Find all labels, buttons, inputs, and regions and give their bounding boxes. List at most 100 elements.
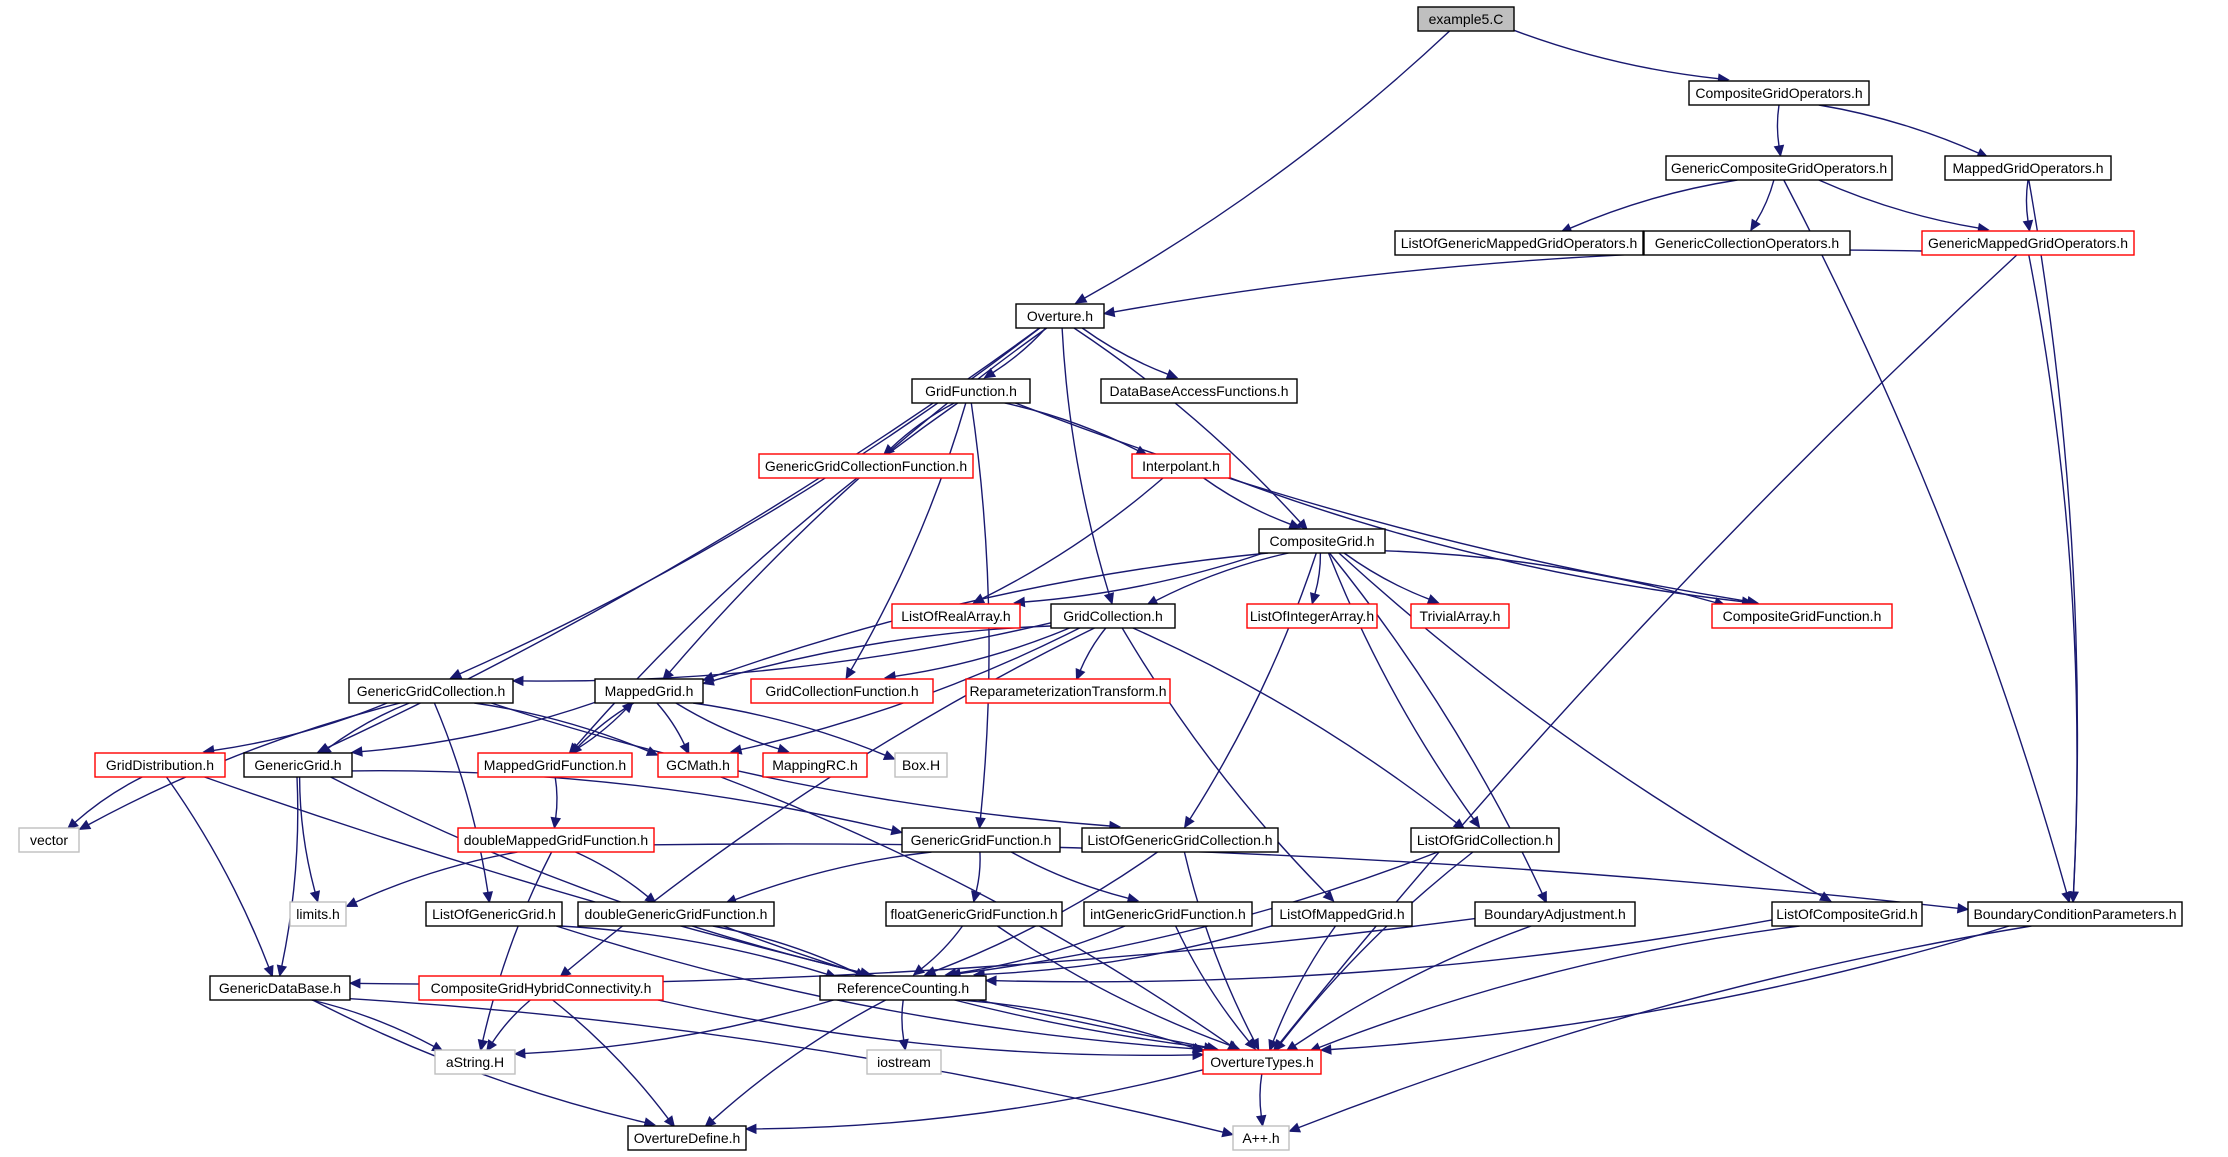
node-box-LOMG[interactable] [1271, 901, 1413, 927]
node-box-GridFunction[interactable] [911, 378, 1031, 404]
node-GCGO[interactable]: GenericCompositeGridOperators.h [1665, 155, 1893, 181]
node-box-TrivialArray[interactable] [1410, 603, 1510, 629]
node-box-MappingRC[interactable] [762, 752, 868, 778]
node-box-GCMath[interactable] [657, 752, 739, 778]
node-box-DGGF[interactable] [577, 901, 775, 927]
node-box-DBAF[interactable] [1100, 378, 1298, 404]
node-box-LOCG[interactable] [1771, 901, 1923, 927]
node-GMGO[interactable]: GenericMappedGridOperators.h [1921, 230, 2135, 256]
node-DMGF[interactable]: doubleMappedGridFunction.h [457, 827, 655, 853]
node-box-LOGC[interactable] [1410, 827, 1560, 853]
node-box-FGGF[interactable] [885, 901, 1063, 927]
node-LOMG[interactable]: ListOfMappedGrid.h [1271, 901, 1413, 927]
node-CGO[interactable]: CompositeGridOperators.h [1688, 80, 1870, 106]
node-LOIA[interactable]: ListOfIntegerArray.h [1246, 603, 1378, 629]
node-OD[interactable]: OvertureDefine.h [627, 1125, 747, 1151]
node-CompositeGrid[interactable]: CompositeGrid.h [1258, 528, 1386, 554]
node-BoxH[interactable]: Box.H [894, 752, 948, 778]
node-CGHC[interactable]: CompositeGridHybridConnectivity.h [418, 975, 664, 1001]
node-limits[interactable]: limits.h [289, 901, 347, 927]
node-box-CompositeGrid[interactable] [1258, 528, 1386, 554]
node-box-LOIA[interactable] [1246, 603, 1378, 629]
node-example5[interactable]: example5.C [1417, 6, 1515, 32]
node-LOGMGO[interactable]: ListOfGenericMappedGridOperators.h [1394, 230, 1644, 256]
node-GridFunction[interactable]: GridFunction.h [911, 378, 1031, 404]
node-Interpolant[interactable]: Interpolant.h [1131, 453, 1231, 479]
node-box-LORA[interactable] [891, 603, 1021, 629]
node-box-aString[interactable] [434, 1049, 516, 1075]
node-box-BoxH[interactable] [894, 752, 948, 778]
node-TrivialArray[interactable]: TrivialArray.h [1410, 603, 1510, 629]
node-MGF[interactable]: MappedGridFunction.h [477, 752, 633, 778]
node-box-DMGF[interactable] [457, 827, 655, 853]
node-box-BCP[interactable] [1967, 901, 2183, 927]
node-GenericGrid[interactable]: GenericGrid.h [243, 752, 353, 778]
node-box-limits[interactable] [289, 901, 347, 927]
node-box-IGGF[interactable] [1083, 901, 1253, 927]
node-RC[interactable]: ReferenceCounting.h [819, 975, 987, 1001]
node-box-Interpolant[interactable] [1131, 453, 1231, 479]
node-RT[interactable]: ReparameterizationTransform.h [965, 678, 1171, 704]
node-IGGF[interactable]: intGenericGridFunction.h [1083, 901, 1253, 927]
node-GDB[interactable]: GenericDataBase.h [209, 975, 351, 1001]
node-box-CGF[interactable] [1711, 603, 1893, 629]
node-box-OD[interactable] [627, 1125, 747, 1151]
node-GridDistribution[interactable]: GridDistribution.h [94, 752, 226, 778]
node-LOGGC[interactable]: ListOfGenericGridCollection.h [1081, 827, 1279, 853]
node-App[interactable]: A++.h [1232, 1125, 1290, 1151]
node-FGGF[interactable]: floatGenericGridFunction.h [885, 901, 1063, 927]
node-box-example5[interactable] [1417, 6, 1515, 32]
node-LOCG[interactable]: ListOfCompositeGrid.h [1771, 901, 1923, 927]
node-box-GGC[interactable] [348, 678, 514, 704]
node-box-GCF[interactable] [750, 678, 934, 704]
node-box-GenericGrid[interactable] [243, 752, 353, 778]
node-box-GCGO[interactable] [1665, 155, 1893, 181]
node-box-LOGGC[interactable] [1081, 827, 1279, 853]
node-Overture[interactable]: Overture.h [1015, 303, 1105, 329]
node-box-MGO[interactable] [1944, 155, 2112, 181]
node-box-MGF[interactable] [477, 752, 633, 778]
node-box-GCO[interactable] [1643, 230, 1851, 256]
node-LOGG[interactable]: ListOfGenericGrid.h [425, 901, 563, 927]
node-box-GGCF[interactable] [758, 453, 974, 479]
node-BCP[interactable]: BoundaryConditionParameters.h [1967, 901, 2183, 927]
node-box-GDB[interactable] [209, 975, 351, 1001]
node-vector[interactable]: vector [18, 827, 80, 853]
node-GGF[interactable]: GenericGridFunction.h [901, 827, 1061, 853]
node-MappedGrid[interactable]: MappedGrid.h [594, 678, 704, 704]
node-box-LOGG[interactable] [425, 901, 563, 927]
node-box-GGF[interactable] [901, 827, 1061, 853]
node-box-App[interactable] [1232, 1125, 1290, 1151]
node-box-OT[interactable] [1202, 1049, 1322, 1075]
node-LORA[interactable]: ListOfRealArray.h [891, 603, 1021, 629]
node-LOGC[interactable]: ListOfGridCollection.h [1410, 827, 1560, 853]
node-box-GridDistribution[interactable] [94, 752, 226, 778]
node-MGO[interactable]: MappedGridOperators.h [1944, 155, 2112, 181]
node-OT[interactable]: OvertureTypes.h [1202, 1049, 1322, 1075]
node-GGCF[interactable]: GenericGridCollectionFunction.h [758, 453, 974, 479]
node-box-RC[interactable] [819, 975, 987, 1001]
node-DBAF[interactable]: DataBaseAccessFunctions.h [1100, 378, 1298, 404]
node-box-iostream[interactable] [866, 1049, 942, 1075]
node-box-LOGMGO[interactable] [1394, 230, 1644, 256]
node-GridCollection[interactable]: GridCollection.h [1050, 603, 1176, 629]
node-box-RT[interactable] [965, 678, 1171, 704]
node-DGGF[interactable]: doubleGenericGridFunction.h [577, 901, 775, 927]
node-iostream[interactable]: iostream [866, 1049, 942, 1075]
node-BA[interactable]: BoundaryAdjustment.h [1474, 901, 1636, 927]
node-CGF[interactable]: CompositeGridFunction.h [1711, 603, 1893, 629]
node-aString[interactable]: aString.H [434, 1049, 516, 1075]
node-GCMath[interactable]: GCMath.h [657, 752, 739, 778]
node-box-vector[interactable] [18, 827, 80, 853]
node-box-CGO[interactable] [1688, 80, 1870, 106]
node-box-Overture[interactable] [1015, 303, 1105, 329]
node-MappingRC[interactable]: MappingRC.h [762, 752, 868, 778]
node-box-BA[interactable] [1474, 901, 1636, 927]
node-GCO[interactable]: GenericCollectionOperators.h [1643, 230, 1851, 256]
node-box-CGHC[interactable] [418, 975, 664, 1001]
node-box-GridCollection[interactable] [1050, 603, 1176, 629]
node-GGC[interactable]: GenericGridCollection.h [348, 678, 514, 704]
node-box-MappedGrid[interactable] [594, 678, 704, 704]
node-GCF[interactable]: GridCollectionFunction.h [750, 678, 934, 704]
node-box-GMGO[interactable] [1921, 230, 2135, 256]
